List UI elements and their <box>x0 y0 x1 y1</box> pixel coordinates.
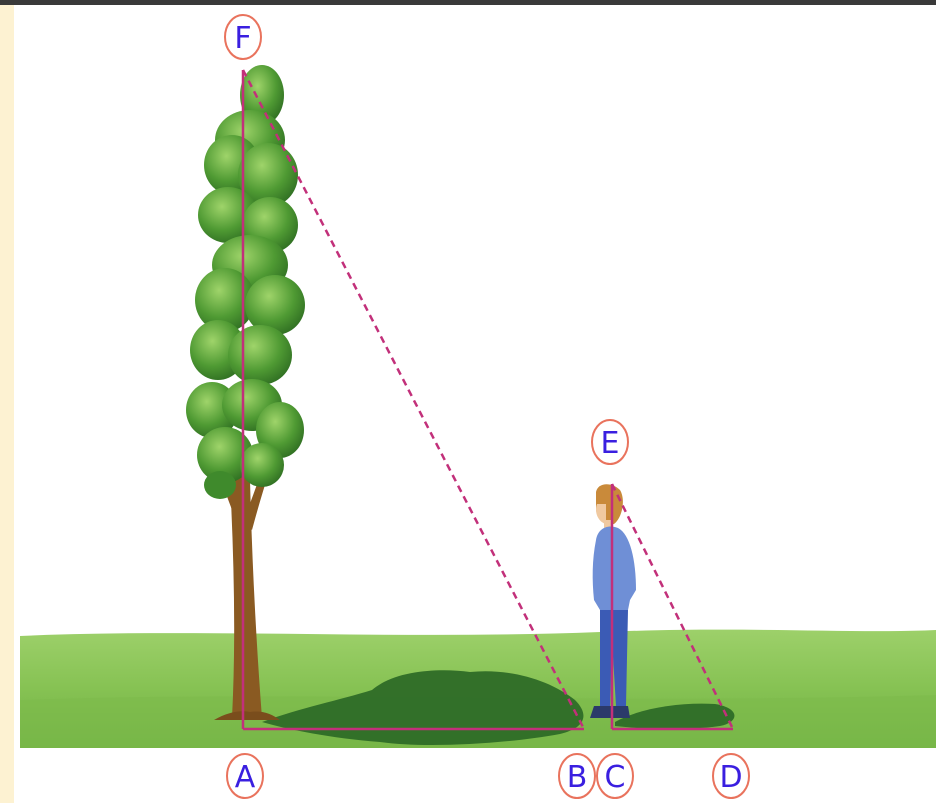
diagram-canvas: F E A B C D <box>14 5 936 803</box>
label-e: E <box>591 419 629 465</box>
label-d: D <box>712 753 750 799</box>
label-b: B <box>558 753 596 799</box>
person <box>590 484 636 718</box>
svg-text:F: F <box>234 21 251 56</box>
label-a: A <box>226 753 264 799</box>
segment-ed <box>610 483 735 730</box>
top-border <box>0 0 936 5</box>
tree-foliage <box>186 65 305 499</box>
svg-text:A: A <box>235 760 256 795</box>
tree <box>186 65 305 720</box>
svg-text:B: B <box>567 760 588 795</box>
diagram-svg: F E A B C D <box>20 14 936 799</box>
svg-text:C: C <box>605 760 626 795</box>
segment-fb <box>241 69 586 730</box>
svg-text:D: D <box>719 760 742 795</box>
label-c: C <box>596 753 634 799</box>
geometry-lines <box>241 69 735 731</box>
tree-shadow <box>262 670 584 746</box>
svg-text:E: E <box>601 426 620 461</box>
person-shadow <box>615 703 735 729</box>
label-f: F <box>224 14 262 60</box>
